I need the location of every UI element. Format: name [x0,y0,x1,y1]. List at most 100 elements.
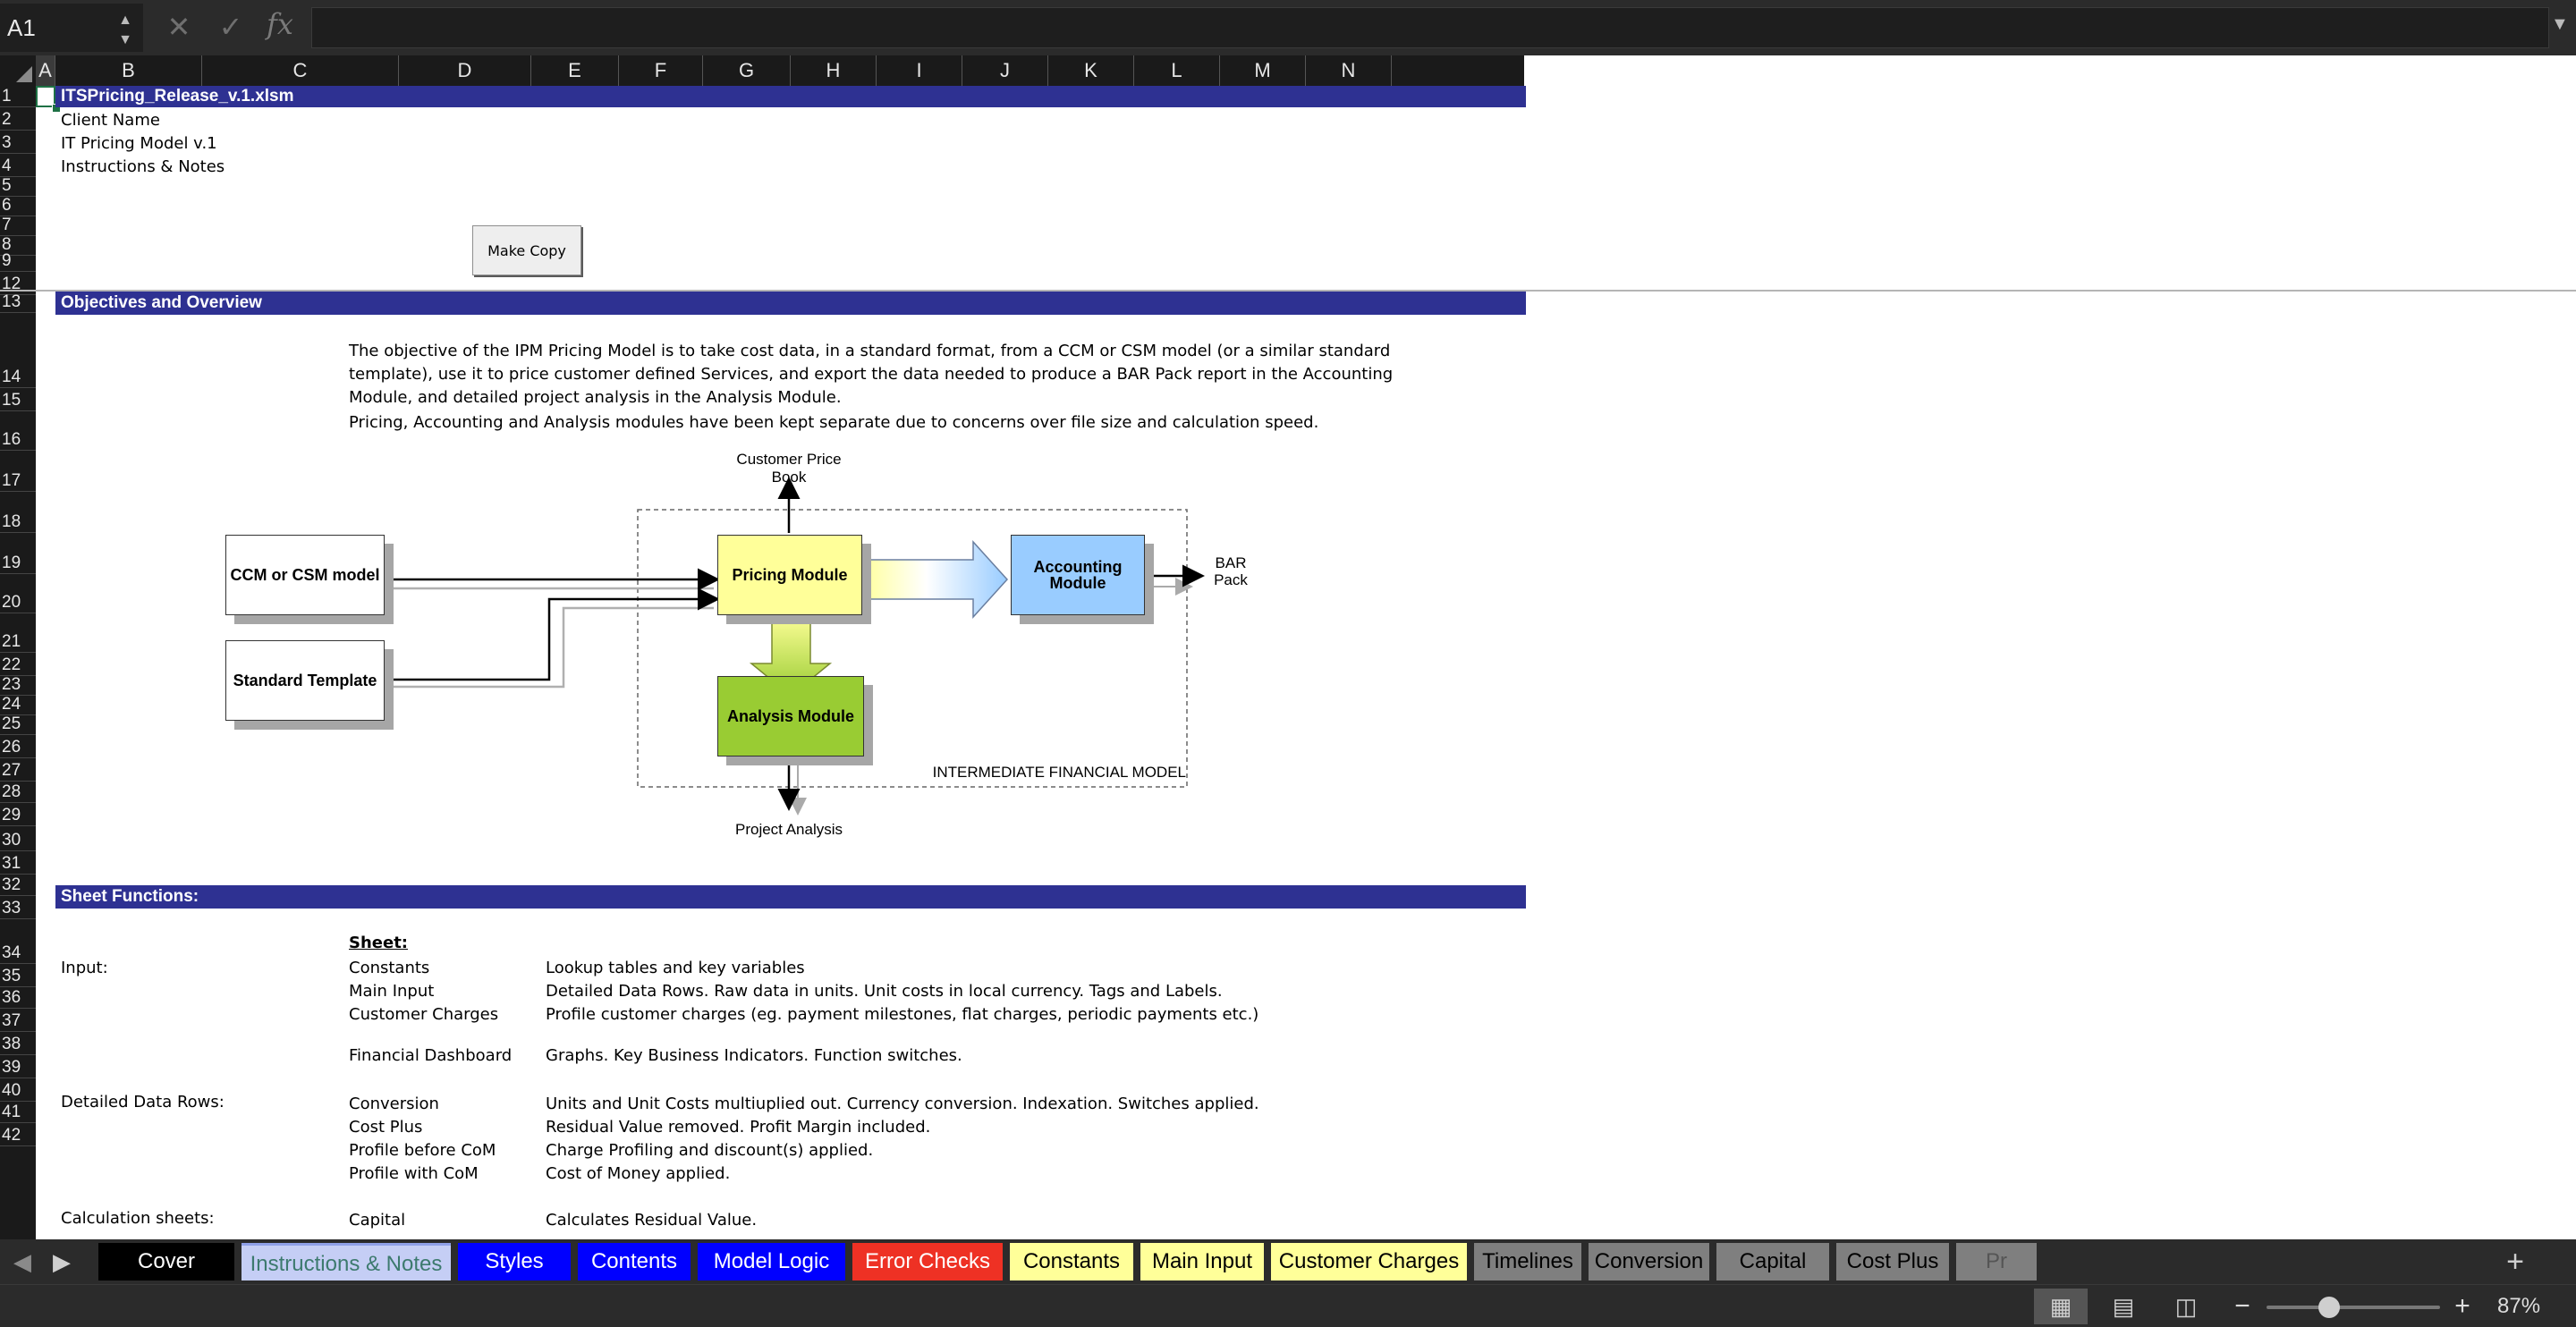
row-header-18[interactable]: 18 [0,492,36,533]
sheet-tab-timelines[interactable]: Timelines [1474,1243,1581,1281]
column-header-d[interactable]: D [399,55,531,86]
normal-view-icon[interactable]: ▦ [2034,1289,2088,1324]
make-copy-button[interactable]: Make Copy [472,225,581,275]
row-header-8[interactable]: 8 [0,235,36,256]
sheet-tab-cost-plus[interactable]: Cost Plus [1836,1243,1949,1281]
row-header-9[interactable]: 9 [0,251,36,272]
category-label: Calculation sheets: [61,1209,215,1228]
formula-input[interactable] [311,7,2549,48]
sheet-tab-conversion[interactable]: Conversion [1589,1243,1709,1281]
column-header-n[interactable]: N [1306,55,1392,86]
chevron-right-icon[interactable]: ▶ [53,1248,71,1275]
sheet-name: Capital [349,1211,406,1230]
row-header-37[interactable]: 37 [0,1009,36,1032]
row-header-41[interactable]: 41 [0,1102,36,1123]
zoom-out-button[interactable]: − [2234,1291,2250,1321]
sheet-description: Units and Unit Costs multiuplied out. Cu… [546,1095,1259,1113]
column-header-j[interactable]: J [962,55,1048,86]
column-header-m[interactable]: M [1220,55,1306,86]
column-header-b[interactable]: B [55,55,202,86]
row-header-16[interactable]: 16 [0,411,36,451]
row-header-13[interactable]: 13 [0,292,36,313]
column-header-g[interactable]: G [703,55,791,86]
chevron-left-icon[interactable]: ◀ [13,1248,31,1275]
column-header-h[interactable]: H [791,55,877,86]
chevron-down-icon[interactable]: ▼ [2551,14,2569,34]
column-header-f[interactable]: F [619,55,703,86]
row-header-2[interactable]: 2 [0,107,36,131]
row-header-1[interactable]: 1 [0,86,36,107]
sheet-tab-pr[interactable]: Pr [1956,1243,2037,1281]
sheet-tab-customer-charges[interactable]: Customer Charges [1271,1243,1467,1281]
row-header-35[interactable]: 35 [0,964,36,987]
close-icon[interactable]: ✕ [166,11,191,43]
row-header-40[interactable]: 40 [0,1078,36,1102]
column-header-l[interactable]: L [1134,55,1220,86]
sheet-tab-error-checks[interactable]: Error Checks [852,1243,1003,1281]
intermediate-model-label: INTERMEDIATE FINANCIAL MODEL [932,764,1186,781]
row-header-19[interactable]: 19 [0,533,36,574]
row-header-26[interactable]: 26 [0,735,36,758]
row-header-24[interactable]: 24 [0,695,36,715]
page-layout-icon[interactable]: ▤ [2112,1293,2135,1320]
check-icon[interactable]: ✓ [218,11,243,43]
column-header-e[interactable]: E [531,55,619,86]
ccm-model-box: CCM or CSM model [225,535,385,615]
row-header-25[interactable]: 25 [0,714,36,735]
row-header-21[interactable]: 21 [0,613,36,653]
row-header-28[interactable]: 28 [0,782,36,803]
sheet-description: Graphs. Key Business Indicators. Functio… [546,1046,962,1065]
page-break-icon[interactable]: ◫ [2174,1293,2198,1320]
row-header-3[interactable]: 3 [0,131,36,154]
sheet-tab-instructions-notes[interactable]: Instructions & Notes [242,1243,451,1281]
row-header-29[interactable]: 29 [0,803,36,826]
column-header-i[interactable]: I [877,55,962,86]
add-sheet-button[interactable]: + [2506,1245,2524,1279]
row-header-17[interactable]: 17 [0,451,36,492]
name-box-spinner-icon[interactable]: ▲▼ [118,13,132,47]
row-header-5[interactable]: 5 [0,176,36,197]
row-header-32[interactable]: 32 [0,875,36,896]
sheet-tab-styles[interactable]: Styles [458,1243,571,1281]
row-header-22[interactable]: 22 [0,653,36,676]
row-header-33[interactable]: 33 [0,896,36,919]
column-header-c[interactable]: C [202,55,399,86]
row-header-14[interactable]: 14 [0,313,36,388]
selected-cell[interactable] [36,86,61,113]
row-header-7[interactable]: 7 [0,216,36,236]
column-header-a[interactable]: A [36,55,55,86]
row-header-23[interactable]: 23 [0,675,36,696]
sheet-tab-constants[interactable]: Constants [1010,1243,1133,1281]
sheet-tab-capital[interactable]: Capital [1716,1243,1829,1281]
zoom-slider[interactable] [2267,1306,2440,1309]
row-header-31[interactable]: 31 [0,851,36,875]
zoom-slider-thumb[interactable] [2318,1297,2340,1318]
sheet-tab-contents[interactable]: Contents [578,1243,691,1281]
name-box-value: A1 [7,14,36,41]
category-label: Input: [61,959,108,977]
row-header-12[interactable]: 12 [0,272,36,295]
name-box[interactable]: A1 ▲▼ [0,4,143,52]
row-header-15[interactable]: 15 [0,388,36,411]
row-header-39[interactable]: 39 [0,1055,36,1078]
sheet-tab-main-input[interactable]: Main Input [1140,1243,1264,1281]
row-header-36[interactable]: 36 [0,987,36,1009]
sheet-tab-cover[interactable]: Cover [98,1243,234,1281]
function-icon[interactable]: fx [267,7,293,41]
row-header-30[interactable]: 30 [0,826,36,851]
row-header-27[interactable]: 27 [0,758,36,782]
row-header-42[interactable]: 42 [0,1123,36,1146]
row-header-20[interactable]: 20 [0,574,36,613]
row-header-6[interactable]: 6 [0,196,36,216]
zoom-in-button[interactable]: + [2454,1291,2470,1321]
row-header-34[interactable]: 34 [0,919,36,964]
sheet-tab-model-logic[interactable]: Model Logic [698,1243,845,1281]
row-header-38[interactable]: 38 [0,1032,36,1055]
row-header-4[interactable]: 4 [0,154,36,177]
select-all-button[interactable] [0,55,36,86]
column-header-k[interactable]: K [1048,55,1134,86]
zoom-level[interactable]: 87% [2497,1294,2541,1318]
